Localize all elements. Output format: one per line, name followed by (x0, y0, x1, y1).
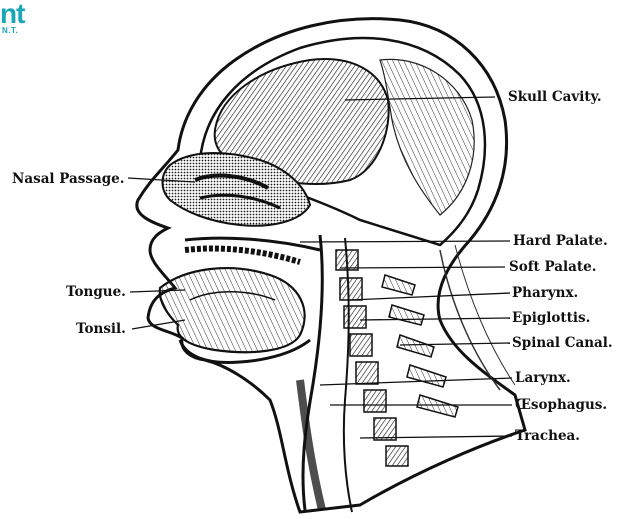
label-oesophagus: Œsophagus. (515, 397, 607, 413)
label-trachea: Trachea. (515, 428, 580, 444)
label-pharynx: Pharynx. (512, 285, 578, 301)
label-larynx: Larynx. (515, 370, 571, 386)
label-soft-palate: Soft Palate. (509, 259, 596, 275)
label-hard-palate: Hard Palate. (513, 233, 608, 249)
label-epiglottis: Epiglottis. (512, 310, 590, 326)
label-skull-cavity: Skull Cavity. (508, 89, 602, 105)
label-tongue: Tongue. (66, 284, 126, 300)
label-tonsil: Tonsil. (76, 321, 126, 337)
label-spinal-canal: Spinal Canal. (512, 335, 613, 351)
label-nasal-passage: Nasal Passage. (12, 171, 124, 187)
